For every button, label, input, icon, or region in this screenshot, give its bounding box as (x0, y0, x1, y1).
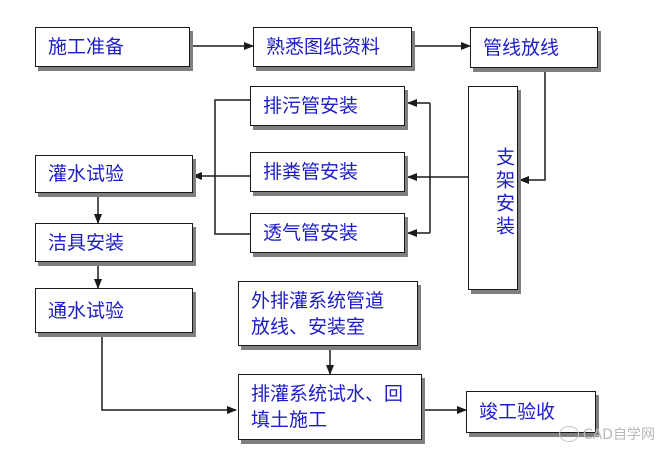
node-completion-acceptance: 竣工验收 (466, 391, 596, 433)
node-fixtures-install: 洁具安装 (35, 223, 193, 262)
node-label: 通水试验 (48, 299, 125, 322)
node-label: 管线放线 (483, 36, 560, 59)
arrow-watertest-to-drain (101, 333, 237, 414)
wechat-icon (558, 426, 579, 442)
node-label: 洁具安装 (48, 231, 125, 254)
node-vent-pipe-install: 透气管安装 (250, 213, 405, 253)
node-familiarize-drawings: 熟悉图纸资料 (253, 27, 412, 67)
watermark: CAD自学网 (558, 424, 655, 444)
node-label: 灌水试验 (48, 163, 125, 185)
node-label: 竣工验收 (479, 401, 556, 423)
node-label: 外排灌系统管道 放线、安装室 (251, 289, 385, 338)
node-feces-pipe-install: 排粪管安装 (250, 152, 405, 192)
node-water-test: 通水试验 (35, 288, 193, 333)
node-label: 熟悉图纸资料 (266, 36, 381, 58)
node-irrigation-test: 灌水试验 (35, 155, 193, 193)
watermark-text: CAD自学网 (582, 427, 655, 443)
node-sewage-pipe-install: 排污管安装 (250, 86, 405, 126)
merge-left-trunk (214, 99, 250, 235)
arrow-layout-to-support (519, 68, 546, 184)
node-pipe-layout: 管线放线 (470, 27, 598, 68)
node-external-drain-layout: 外排灌系统管道 放线、安装室 (238, 281, 418, 346)
node-label: 支架安装 (493, 147, 515, 239)
node-label: 排灌系统试水、回 填土施工 (251, 383, 404, 431)
node-label: 排粪管安装 (263, 161, 359, 183)
node-label: 施工准备 (48, 36, 125, 58)
node-support-install: 支架安装 (468, 86, 518, 290)
node-drain-test-backfill: 排灌系统试水、回 填土施工 (238, 374, 422, 440)
node-label: 透气管安装 (263, 222, 359, 244)
node-construction-prep: 施工准备 (35, 27, 190, 67)
node-label: 排污管安装 (263, 95, 359, 117)
